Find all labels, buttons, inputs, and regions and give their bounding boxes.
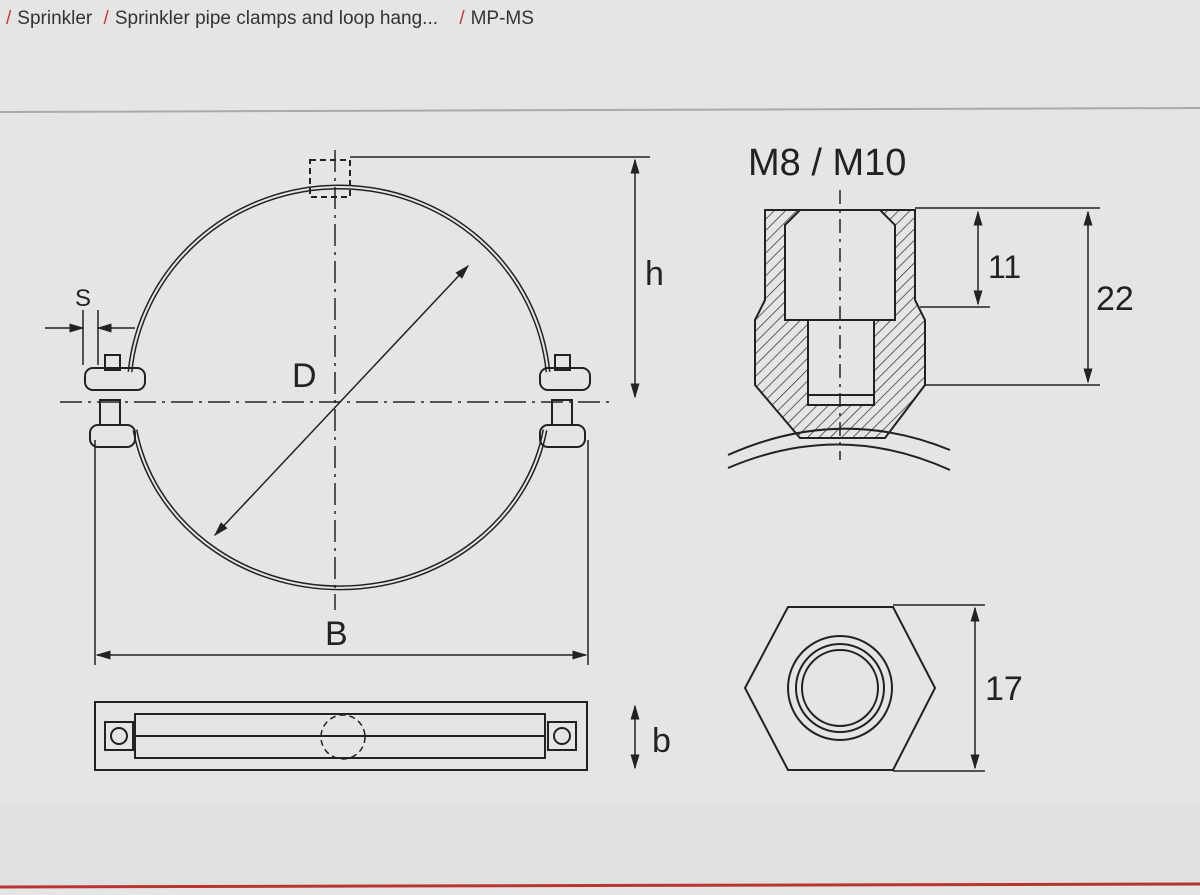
breadcrumb-current: MP-MS <box>470 8 534 29</box>
label-h: h <box>645 255 664 293</box>
nut-top-view <box>743 604 985 772</box>
label-dim-17: 17 <box>985 670 1023 708</box>
breadcrumb-sprinkler[interactable]: Sprinkler <box>17 8 93 29</box>
label-d: D <box>292 357 317 395</box>
clamp-bottom-view <box>94 701 640 771</box>
breadcrumb-separator: / <box>6 8 12 29</box>
breadcrumb-separator: / <box>103 8 109 29</box>
breadcrumb-pipe-clamps[interactable]: Sprinkler pipe clamps and loop hang... <box>114 8 439 29</box>
label-b-height: b <box>652 722 671 760</box>
label-dim-22: 22 <box>1096 280 1134 318</box>
breadcrumb: /Sprinkler /Sprinkler pipe clamps and lo… <box>0 8 534 30</box>
label-b-width: B <box>325 615 348 653</box>
breadcrumb-separator: / <box>459 8 465 29</box>
label-thread: M8 / M10 <box>748 142 906 184</box>
nut-side-view <box>727 190 1100 471</box>
divider <box>0 107 1200 113</box>
clamp-front-view <box>45 150 650 665</box>
label-dim-11: 11 <box>988 249 1021 285</box>
footer-line <box>0 882 1200 889</box>
label-s: S <box>75 285 91 312</box>
